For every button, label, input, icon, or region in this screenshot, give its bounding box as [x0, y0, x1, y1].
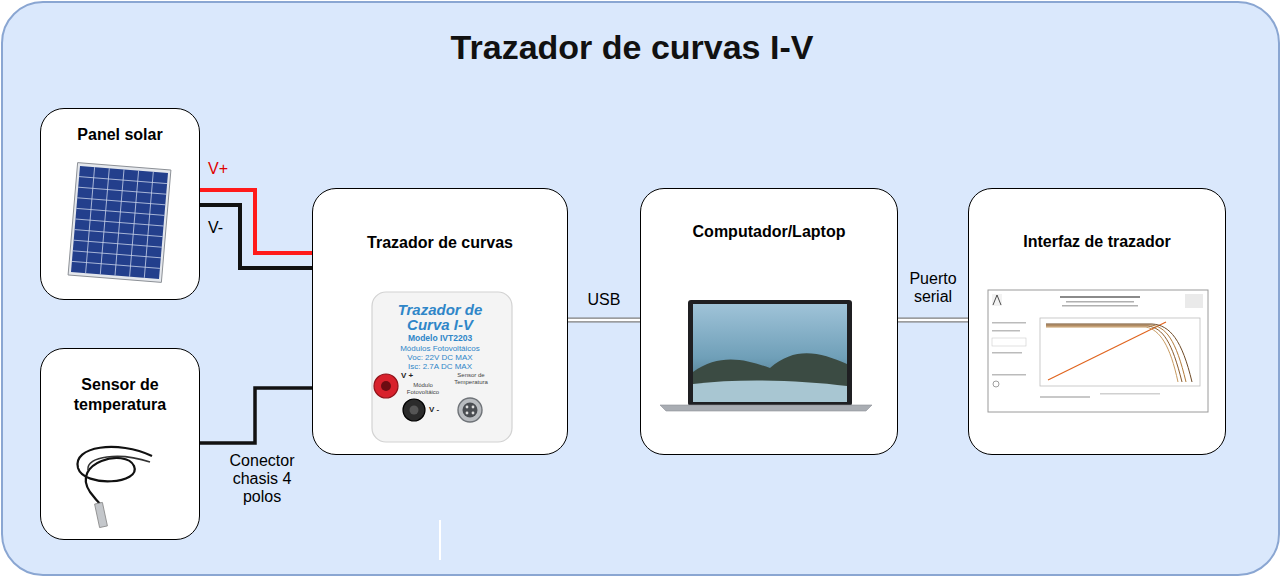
device-label: Voc: 22V DC MAX	[380, 353, 500, 362]
device-label: V +	[401, 371, 413, 380]
connector-label: V-	[208, 219, 223, 237]
diagram-title: Trazador de curvas I-V	[0, 28, 1264, 67]
component-box: Panel solar	[40, 108, 200, 300]
connector-label: USB	[574, 291, 634, 309]
stray-mark	[439, 520, 441, 560]
device-label: V -	[429, 405, 439, 414]
component-title: Panel solar	[53, 125, 187, 145]
wire	[200, 205, 312, 268]
interface-screenshot-image	[988, 290, 1208, 412]
device-label: Trazador de Curva I-V	[380, 302, 500, 332]
component-title: Interfaz de trazador	[981, 232, 1213, 252]
component-title: Computador/Laptop	[653, 222, 885, 242]
component-box: Interfaz de trazador	[968, 188, 1226, 455]
cable-double-line	[568, 320, 640, 321]
device-label: Sensor de Temperatura	[450, 372, 492, 386]
connector-label: V+	[208, 160, 228, 178]
connector-label: Conector chasis 4 polos	[224, 452, 300, 506]
wire	[200, 190, 312, 253]
component-box: Computador/Laptop	[640, 188, 898, 455]
cable-core	[568, 319, 640, 321]
device-label: Módulos Fotovoltáicos	[380, 344, 500, 353]
device-label: Modelo IVT2203	[380, 334, 500, 343]
device-label: Módulo Fotovoltáico	[400, 382, 446, 396]
cable-core	[898, 319, 968, 321]
wire	[200, 388, 312, 443]
curve-tracer-device-image	[372, 292, 512, 442]
solar-panel-image	[68, 163, 171, 283]
component-title: Trazador de curvas	[325, 233, 555, 253]
component-box: Trazador de curvas	[312, 188, 568, 455]
component-box: Sensor de temperatura	[40, 348, 200, 540]
component-title: Sensor de temperatura	[53, 375, 187, 415]
cable-outline	[898, 318, 968, 323]
laptop-image	[660, 300, 872, 411]
device-label: Isc: 2.7A DC MAX	[380, 362, 500, 371]
cable-double-line	[898, 320, 968, 321]
connector-label: Puerto serial	[900, 270, 966, 306]
cable-outline	[568, 318, 640, 323]
temperature-sensor-image	[77, 447, 152, 528]
